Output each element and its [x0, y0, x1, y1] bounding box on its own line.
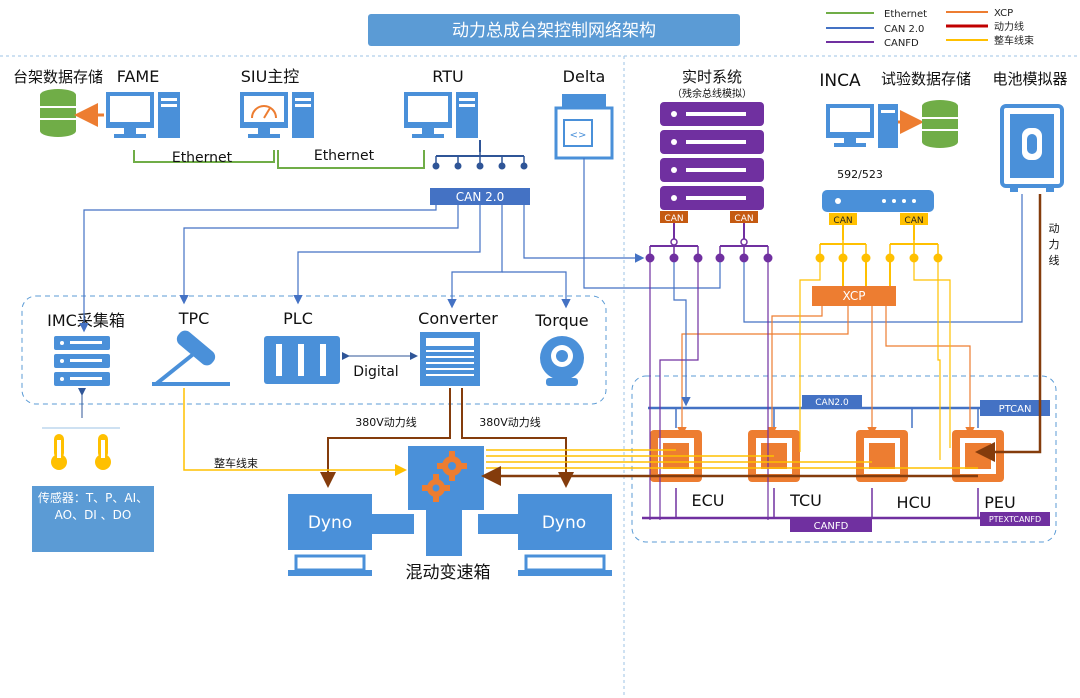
label-converter: Converter: [418, 309, 498, 328]
svg-text:<>: <>: [570, 130, 587, 141]
ptcan-label: PTCAN: [999, 404, 1032, 415]
legend-harness: 整车线束: [994, 34, 1034, 47]
label-plc: PLC: [283, 309, 313, 328]
dyno-left-icon: [288, 494, 372, 576]
rtu-computer-icon: [404, 92, 478, 138]
shaft-left: [372, 514, 414, 534]
label-imc: IMC采集箱: [47, 311, 125, 330]
converter-icon: [420, 332, 480, 386]
hcu-chip-icon: [856, 430, 908, 482]
label-ecu: ECU: [692, 491, 725, 510]
label-rtu: RTU: [432, 67, 463, 86]
digital-label: Digital: [353, 364, 398, 380]
title-banner: 动力总成台架控制网络架构: [368, 14, 740, 46]
dyno-left-label: Dyno: [308, 513, 352, 533]
plc-icon: [264, 336, 340, 384]
label-inca: INCA: [819, 71, 861, 91]
dyno-right-icon: [518, 494, 612, 576]
inca-code-label: 592/523: [837, 168, 883, 181]
thermometer-icon-2: [95, 434, 111, 470]
database-icon: [40, 89, 76, 137]
label-delta: Delta: [563, 67, 606, 86]
sensor-box: [32, 486, 154, 552]
can-tag-3: CAN: [833, 216, 852, 226]
delta-device-icon: <>: [554, 94, 614, 160]
legend-power: 动力线: [994, 20, 1024, 33]
power-label-left: 380V动力线: [355, 415, 417, 429]
ptextcanfd-label: PTEXTCANFD: [989, 515, 1041, 524]
label-tpc: TPC: [178, 309, 210, 328]
legend-ethernet: Ethernet: [884, 9, 927, 20]
xcp-box: [812, 286, 896, 306]
dyno-right-label: Dyno: [542, 513, 586, 533]
label-hcu: HCU: [897, 493, 932, 512]
realtime-can-hub-left: [645, 223, 703, 263]
label-siu: SIU主控: [241, 67, 300, 86]
label-realtime: 实时系统: [682, 68, 742, 86]
server-rack-icon: [660, 102, 764, 210]
power-line-vertical-label-1: 动: [1049, 222, 1060, 235]
inca-interface-icon: [822, 190, 934, 212]
label-tcu: TCU: [789, 491, 822, 510]
test-database-icon: [922, 100, 958, 148]
controller-group: [631, 375, 1057, 543]
imc-server-icon: [54, 336, 110, 386]
can20-hub-label: CAN 2.0: [456, 190, 504, 204]
field-device-group: [21, 295, 607, 405]
legend-canfd: CANFD: [884, 38, 919, 49]
label-realtime-sub: （残余总线模拟）: [672, 87, 752, 100]
peu-chip-icon: [952, 430, 1004, 482]
label-peu: PEU: [984, 493, 1015, 512]
legend-xcp: XCP: [994, 8, 1013, 19]
power-label-right: 380V动力线: [479, 415, 541, 429]
sensor-label: 传感器：T、P、AI、AO、DI 、DO: [37, 491, 149, 522]
inca-can-hub-right: [885, 225, 943, 263]
ethernet-label-1: Ethernet: [172, 150, 233, 166]
gearbox-icon: [408, 446, 484, 556]
thermometer-icon-1: [51, 434, 67, 470]
realtime-can-hub-right: [715, 223, 773, 263]
can-tag-1: CAN: [664, 214, 683, 224]
tpc-tool-icon: [152, 330, 230, 386]
diagram-title: 动力总成台架控制网络架构: [452, 21, 656, 41]
torque-sensor-icon: [540, 336, 584, 386]
power-line-vertical-label-2: 力: [1049, 238, 1060, 251]
label-fame: FAME: [117, 67, 160, 86]
inca-computer-icon: [826, 104, 898, 148]
can20-bus-label: CAN2.0: [815, 398, 849, 408]
inca-can-hub-left: [815, 225, 871, 263]
can-hub-icon: [432, 140, 528, 170]
power-line-vertical-label-3: 线: [1049, 253, 1060, 267]
gearbox-label: 混动变速箱: [406, 563, 491, 583]
label-battery-sim: 电池模拟器: [992, 70, 1067, 88]
ethernet-label-2: Ethernet: [314, 148, 375, 164]
harness-label: 整车线束: [214, 456, 258, 470]
legend-can20: CAN 2.0: [884, 24, 924, 35]
label-test-storage: 试验数据存储: [881, 70, 971, 88]
can-tag-2: CAN: [734, 214, 753, 224]
canfd-bus-label: CANFD: [814, 521, 849, 532]
label-torque: Torque: [534, 311, 588, 330]
shaft-right: [478, 514, 518, 534]
xcp-label: XCP: [843, 289, 866, 303]
battery-simulator-icon: [1000, 104, 1064, 192]
label-rack-storage: 台架数据存储: [13, 68, 103, 86]
dashboard-computer-icon: [240, 92, 314, 138]
computer-icon: [106, 92, 180, 138]
legend: Ethernet CAN 2.0 CANFD XCP 动力线 整车线束: [826, 8, 1034, 49]
can-tag-4: CAN: [904, 216, 923, 226]
